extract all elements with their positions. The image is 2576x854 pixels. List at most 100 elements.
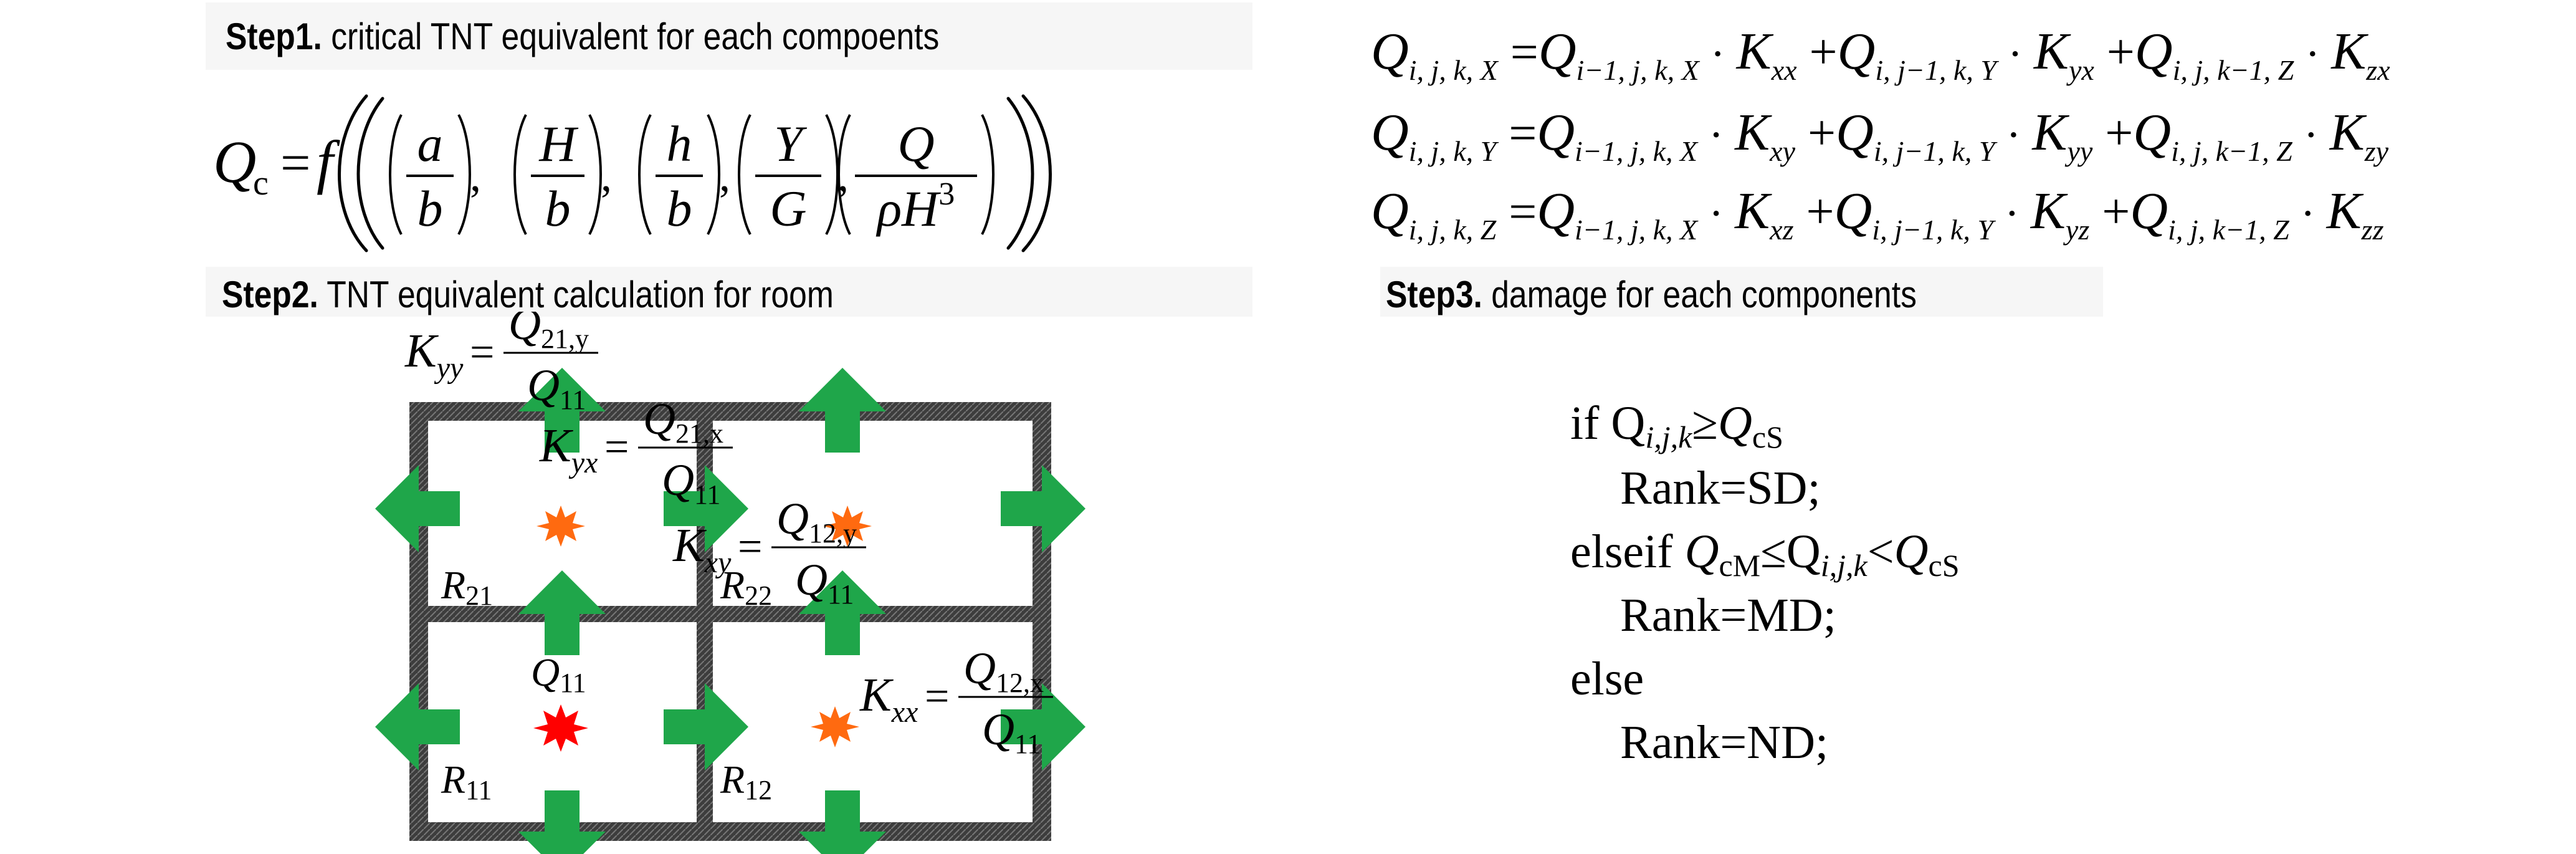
step2-header-band bbox=[206, 267, 1252, 317]
damage-rule-line-1: if Qi,j,k≥QcS bbox=[1570, 397, 1783, 454]
outer-left-paren-2 bbox=[356, 97, 384, 250]
equation-2: Qi, j, k, Y =Qi−1, j, k, X · Kxy +Qi, j−… bbox=[1371, 103, 2389, 167]
step1-heading: Step1. critical TNT equivalent for each … bbox=[226, 15, 939, 58]
arrow-r11-bottom bbox=[518, 790, 606, 854]
qc-equals: = bbox=[280, 133, 311, 193]
step2-heading-text: TNT equivalent calculation for room bbox=[318, 274, 834, 315]
step1-header-band bbox=[206, 2, 1252, 70]
equation-3: Qi, j, k, Z =Qi−1, j, k, X · Kxz +Qi, j−… bbox=[1371, 182, 2384, 246]
arrow-r21-left bbox=[375, 465, 460, 552]
ratio-denominator: b bbox=[667, 180, 692, 237]
outer-right-paren-2 bbox=[1006, 97, 1034, 250]
ratio-numerator: h bbox=[667, 115, 692, 172]
secondary-source-r21 bbox=[537, 506, 585, 547]
ratio-right-paren bbox=[825, 114, 839, 235]
coefficient-symbol: Kxy bbox=[672, 519, 732, 579]
step3-heading-bold: Step3. bbox=[1386, 274, 1482, 315]
ratio-numerator: Y bbox=[774, 115, 807, 172]
outer-right-paren bbox=[1021, 94, 1052, 252]
primary-source-r11 bbox=[533, 704, 588, 752]
arrow-r21-top bbox=[518, 368, 606, 453]
equation-text: Qi, j, k, X =Qi−1, j, k, X · Kxx +Qi, j−… bbox=[1371, 22, 2390, 86]
coefficient-symbol: Kxx bbox=[859, 669, 918, 729]
ratio-4: YG, bbox=[738, 114, 849, 237]
ratio-numerator: Q bbox=[897, 115, 934, 172]
equation-1: Qi, j, k, X =Qi−1, j, k, X · Kxx +Qi, j−… bbox=[1371, 22, 2390, 86]
qc-symbol: Q bbox=[213, 128, 256, 195]
arrow-r11-to-r21 bbox=[518, 570, 606, 655]
damage-rule-line-6: Rank=ND; bbox=[1620, 716, 1829, 769]
ratio-2: Hb, bbox=[513, 114, 612, 237]
qc-subscript: c bbox=[253, 164, 269, 203]
step2-heading: Step2. TNT equivalent calculation for ro… bbox=[222, 273, 834, 316]
outer-left-paren bbox=[338, 94, 368, 252]
ratio-denominator: b bbox=[417, 180, 443, 237]
source-label-q11: Q11 bbox=[531, 650, 586, 698]
wall-middle-horizontal bbox=[419, 606, 1042, 622]
ratio-left-paren bbox=[837, 114, 851, 235]
coefficient-equals: = bbox=[738, 523, 762, 571]
arrow-r12-bottom bbox=[799, 790, 886, 854]
step3-heading: Step3. damage for each components bbox=[1386, 273, 1917, 316]
ratio-denominator: b bbox=[545, 180, 571, 237]
room-label-r11: R11 bbox=[441, 757, 492, 805]
coefficient-equals: = bbox=[470, 329, 494, 377]
coefficient-symbol: Kyy bbox=[404, 325, 464, 385]
ratio-left-paren bbox=[389, 114, 403, 235]
coefficient-labels: Kyy=Q21,yQ11Kyx=Q21,xQ11Kxy=Q12,yQ11Kxx=… bbox=[404, 312, 1053, 759]
function-f: f bbox=[317, 128, 340, 195]
coefficient-numerator: Q21,y bbox=[508, 312, 589, 354]
secondary-source-r22 bbox=[823, 506, 872, 547]
ratio-left-paren bbox=[738, 114, 751, 235]
coefficient-numerator: Q12,x bbox=[963, 643, 1044, 698]
room-label-r21: R21 bbox=[441, 563, 493, 611]
step2-heading-bold: Step2. bbox=[222, 274, 318, 315]
ratio-comma: , bbox=[470, 151, 481, 201]
secondary-source-r12 bbox=[811, 706, 859, 747]
ratio-3: hb, bbox=[638, 114, 730, 237]
ratio-right-paren bbox=[707, 114, 720, 235]
ratio-numerator: H bbox=[538, 115, 578, 172]
arrow-r11-to-r12 bbox=[664, 683, 748, 770]
ratio-right-paren bbox=[457, 114, 471, 235]
ratio-1: ab, bbox=[389, 114, 481, 237]
ratio-right-paren bbox=[588, 114, 602, 235]
room-label-r12: R12 bbox=[720, 757, 772, 805]
pressure-arrows bbox=[375, 368, 1085, 854]
coefficient-denominator: Q11 bbox=[982, 704, 1041, 759]
arrow-r22-top bbox=[799, 368, 886, 453]
ratio-comma: , bbox=[601, 151, 612, 201]
damage-rule-line-3: elseif QcM≤Qi,j,k<QcS bbox=[1570, 525, 1960, 583]
ratio-denominator: G bbox=[770, 180, 806, 237]
room-diagram: R21 R22 R11 R12 Q11 Kyy=Q21,yQ11Kyx=Q21,… bbox=[375, 312, 1085, 854]
step3-header-band bbox=[1380, 267, 2103, 317]
room-label-r22: R22 bbox=[720, 563, 772, 611]
ratio-numerator: a bbox=[417, 115, 443, 172]
step1-heading-bold: Step1. bbox=[226, 16, 322, 57]
ratio-right-paren bbox=[981, 114, 995, 235]
coefficient-numerator: Q12,y bbox=[776, 494, 857, 549]
coefficient-equals: = bbox=[925, 673, 949, 721]
ratio-comma: , bbox=[719, 151, 730, 201]
damage-rule-line-2: Rank=SD; bbox=[1620, 462, 1821, 514]
ratio-denominator: ρH3 bbox=[875, 176, 955, 237]
damage-rule-line-5: else bbox=[1570, 653, 1644, 705]
coefficient-equals: = bbox=[604, 423, 629, 471]
arrow-r12-to-r22 bbox=[799, 570, 886, 655]
arrow-r12-right bbox=[1001, 683, 1085, 770]
coefficient-symbol: Kyx bbox=[539, 420, 598, 479]
ratio-left-paren bbox=[638, 114, 652, 235]
coefficient-denominator: Q11 bbox=[527, 360, 586, 415]
arrow-r21-to-r22 bbox=[664, 465, 748, 552]
coefficient-denominator: Q11 bbox=[795, 555, 854, 610]
ratio-left-paren bbox=[513, 114, 527, 235]
step1-heading-text: critical TNT equivalent for each compoen… bbox=[322, 16, 940, 57]
arrow-r22-right bbox=[1001, 465, 1085, 552]
damage-rule-line-4: Rank=MD; bbox=[1620, 589, 1836, 641]
recursive-equations: Qi, j, k, X =Qi−1, j, k, X · Kxx +Qi, j−… bbox=[1371, 22, 2390, 246]
equation-text: Qi, j, k, Z =Qi−1, j, k, X · Kxz +Qi, j−… bbox=[1371, 182, 2384, 246]
